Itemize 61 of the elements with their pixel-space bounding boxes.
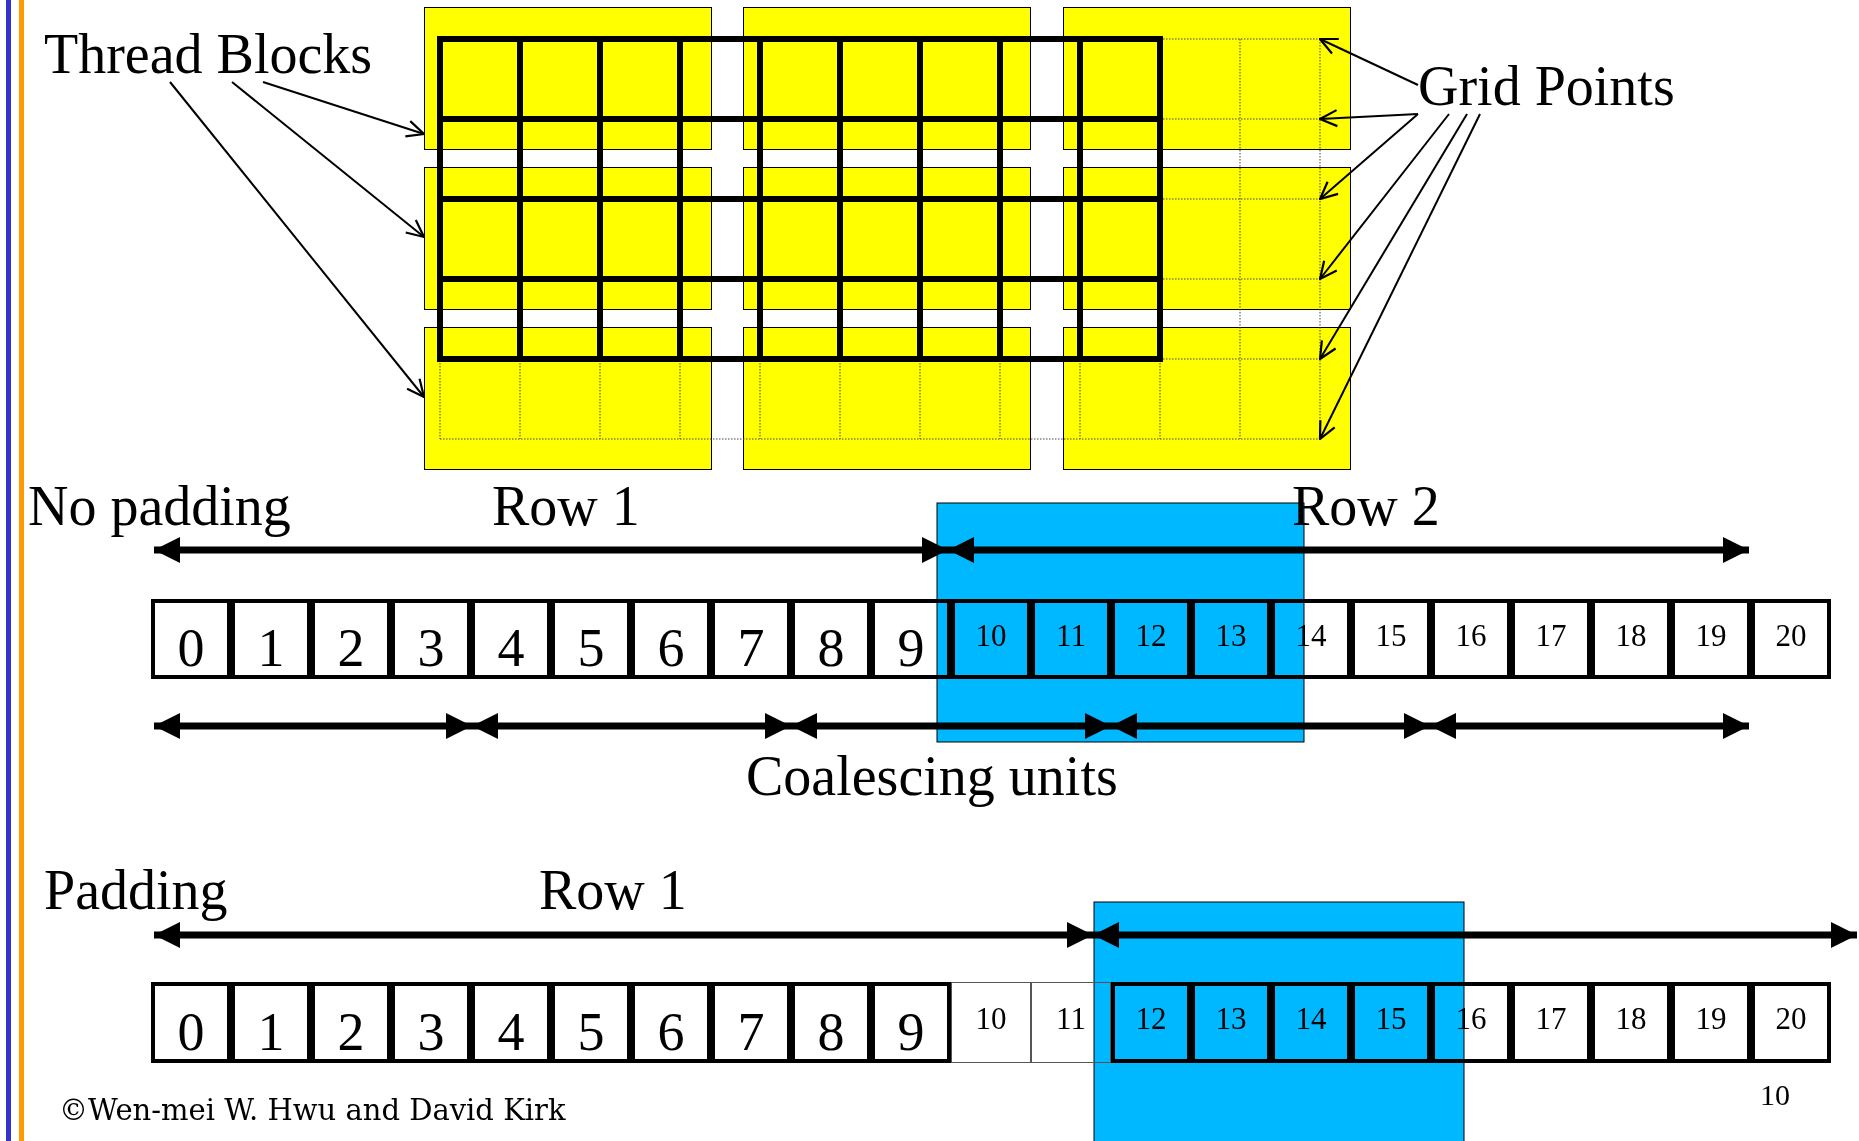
array-element: 9 bbox=[871, 599, 951, 679]
array-element: 13 bbox=[1191, 982, 1271, 1063]
array-element: 14 bbox=[1271, 982, 1351, 1063]
array-element: 11 bbox=[1031, 599, 1111, 679]
callout-label: Grid Points bbox=[1418, 58, 1675, 114]
array-element: 0 bbox=[151, 982, 231, 1063]
array-element: 20 bbox=[1751, 599, 1831, 679]
array-element: 0 bbox=[151, 599, 231, 679]
array-element: 15 bbox=[1351, 599, 1431, 679]
array-element: 6 bbox=[631, 599, 711, 679]
row-label: Row 2 bbox=[1292, 478, 1440, 534]
callout-label: Thread Blocks bbox=[44, 26, 373, 82]
array-element: 3 bbox=[391, 982, 471, 1063]
array-element: 1 bbox=[231, 982, 311, 1063]
page-number: 10 bbox=[1760, 1080, 1790, 1110]
copyright-note: ©Wen-mei W. Hwu and David Kirk bbox=[59, 1096, 566, 1125]
leader-line bbox=[1318, 113, 1468, 361]
array-element: 5 bbox=[551, 599, 631, 679]
array-element: 6 bbox=[631, 982, 711, 1063]
leader-line bbox=[1318, 113, 1419, 201]
array-element: 7 bbox=[711, 982, 791, 1063]
array-element: 12 bbox=[1111, 982, 1191, 1063]
thread-block bbox=[1063, 7, 1351, 150]
thread-block bbox=[743, 327, 1031, 470]
array-element: 20 bbox=[1751, 982, 1831, 1063]
leader-line bbox=[262, 81, 426, 138]
array-element: 3 bbox=[391, 599, 471, 679]
array-element: 4 bbox=[471, 599, 551, 679]
leader-line bbox=[1318, 113, 1481, 441]
array-element: 10 bbox=[951, 599, 1031, 679]
row-label: Row 1 bbox=[539, 862, 687, 918]
array-element: 17 bbox=[1511, 982, 1591, 1063]
thread-block bbox=[424, 327, 712, 470]
array-element: 18 bbox=[1591, 599, 1671, 679]
thread-block bbox=[1063, 327, 1351, 470]
leader-line bbox=[1318, 109, 1419, 128]
array-element: 10 bbox=[951, 982, 1031, 1063]
array-element: 9 bbox=[871, 982, 951, 1063]
array-element: 11 bbox=[1031, 982, 1111, 1063]
array-element: 8 bbox=[791, 599, 871, 679]
array-element: 18 bbox=[1591, 982, 1671, 1063]
array-element: 2 bbox=[311, 982, 391, 1063]
leader-line bbox=[169, 81, 426, 399]
array-element: 16 bbox=[1431, 599, 1511, 679]
leader-line bbox=[1318, 113, 1450, 281]
leader-line bbox=[1318, 37, 1419, 86]
array-element: 13 bbox=[1191, 599, 1271, 679]
array-element: 15 bbox=[1351, 982, 1431, 1063]
row-label: Row 1 bbox=[492, 478, 640, 534]
array-element: 19 bbox=[1671, 982, 1751, 1063]
array-element: 8 bbox=[791, 982, 871, 1063]
array-element: 5 bbox=[551, 982, 631, 1063]
array-element: 17 bbox=[1511, 599, 1591, 679]
array-element: 2 bbox=[311, 599, 391, 679]
array-element: 4 bbox=[471, 982, 551, 1063]
array-element: 12 bbox=[1111, 599, 1191, 679]
leader-line bbox=[231, 81, 426, 239]
array-element: 7 bbox=[711, 599, 791, 679]
array-element: 19 bbox=[1671, 599, 1751, 679]
thread-block bbox=[1063, 167, 1351, 310]
array-element: 1 bbox=[231, 599, 311, 679]
